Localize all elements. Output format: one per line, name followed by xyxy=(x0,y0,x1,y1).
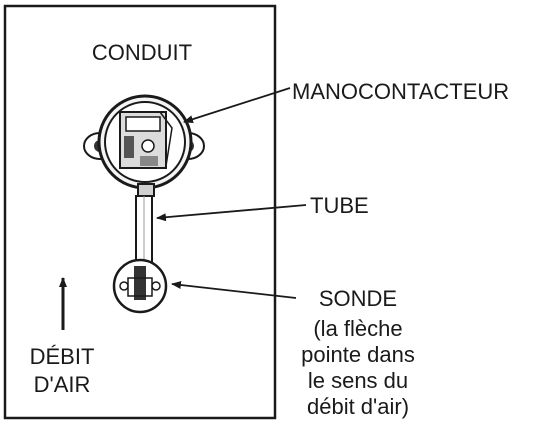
pressure-switch-label: MANOCONTACTEUR xyxy=(292,79,509,104)
tube-label: TUBE xyxy=(310,193,369,218)
probe-label: SONDE xyxy=(319,286,397,311)
probe-note-line-2: pointe dans xyxy=(301,342,415,367)
probe xyxy=(112,258,168,314)
probe-note-line-1: (la flèche xyxy=(313,316,402,341)
probe-note-line-4: débit d'air) xyxy=(307,394,409,419)
pressure-switch-leader xyxy=(183,87,291,124)
tube-leader xyxy=(156,204,307,222)
airflow-label-line-1: DÉBIT xyxy=(30,344,95,369)
pressure-switch xyxy=(83,94,205,197)
duct-label: CONDUIT xyxy=(92,40,192,65)
duct-outline xyxy=(3,4,277,420)
probe-leader xyxy=(171,281,297,299)
probe-note-line-3: le sens du xyxy=(308,368,408,393)
airflow-label-line-2: D'AIR xyxy=(34,372,91,397)
